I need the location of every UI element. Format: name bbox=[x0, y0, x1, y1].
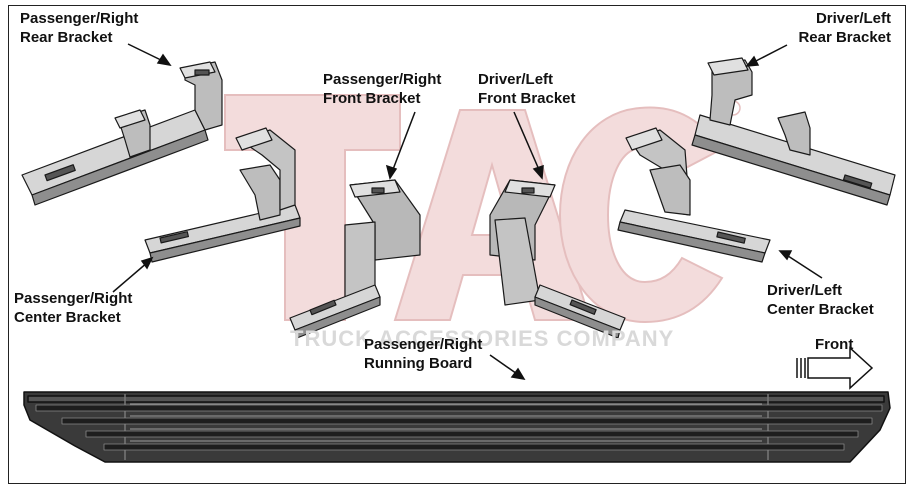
label-line: Passenger/Right bbox=[20, 10, 139, 27]
watermark-company-text: TRUCK ACCESSORIES COMPANY bbox=[290, 326, 675, 351]
label-line: Front Bracket bbox=[478, 90, 576, 107]
front-arrow-icon bbox=[796, 346, 874, 390]
tac-watermark-logo bbox=[224, 94, 741, 324]
label-line: Driver/Left bbox=[815, 10, 891, 27]
label-front: Front bbox=[815, 336, 854, 353]
label-driver-left-rear-bracket: Driver/Left Rear Bracket bbox=[798, 9, 891, 47]
label-line: Center Bracket bbox=[767, 301, 874, 318]
label-passenger-right-front-bracket: Passenger/Right Front Bracket bbox=[323, 70, 441, 108]
label-line: Rear Bracket bbox=[20, 29, 113, 46]
label-line: Driver/Left bbox=[767, 282, 843, 299]
running-board bbox=[23, 391, 891, 463]
passenger-right-rear-bracket bbox=[21, 61, 223, 206]
label-passenger-right-running-board: Passenger/Right Running Board bbox=[364, 335, 482, 373]
driver-left-front-bracket bbox=[489, 179, 626, 339]
label-line: Driver/Left bbox=[478, 71, 554, 88]
label-line: Passenger/Right bbox=[14, 290, 133, 307]
label-driver-left-front-bracket: Driver/Left Front Bracket bbox=[478, 70, 576, 108]
label-line: Passenger/Right bbox=[364, 336, 483, 353]
label-driver-left-center-bracket: Driver/Left Center Bracket bbox=[767, 281, 874, 319]
label-line: Center Bracket bbox=[14, 309, 121, 326]
label-line: Front Bracket bbox=[323, 90, 421, 107]
label-line: Rear Bracket bbox=[798, 29, 891, 46]
label-passenger-right-rear-bracket: Passenger/Right Rear Bracket bbox=[20, 9, 138, 47]
leader-arrows bbox=[112, 43, 823, 381]
driver-left-rear-bracket bbox=[691, 57, 896, 206]
label-line: Passenger/Right bbox=[323, 71, 442, 88]
label-line: Running Board bbox=[364, 355, 473, 372]
passenger-right-front-bracket bbox=[289, 179, 421, 339]
label-passenger-right-center-bracket: Passenger/Right Center Bracket bbox=[14, 289, 132, 327]
driver-left-center-bracket bbox=[617, 127, 771, 263]
passenger-right-center-bracket bbox=[144, 127, 301, 263]
